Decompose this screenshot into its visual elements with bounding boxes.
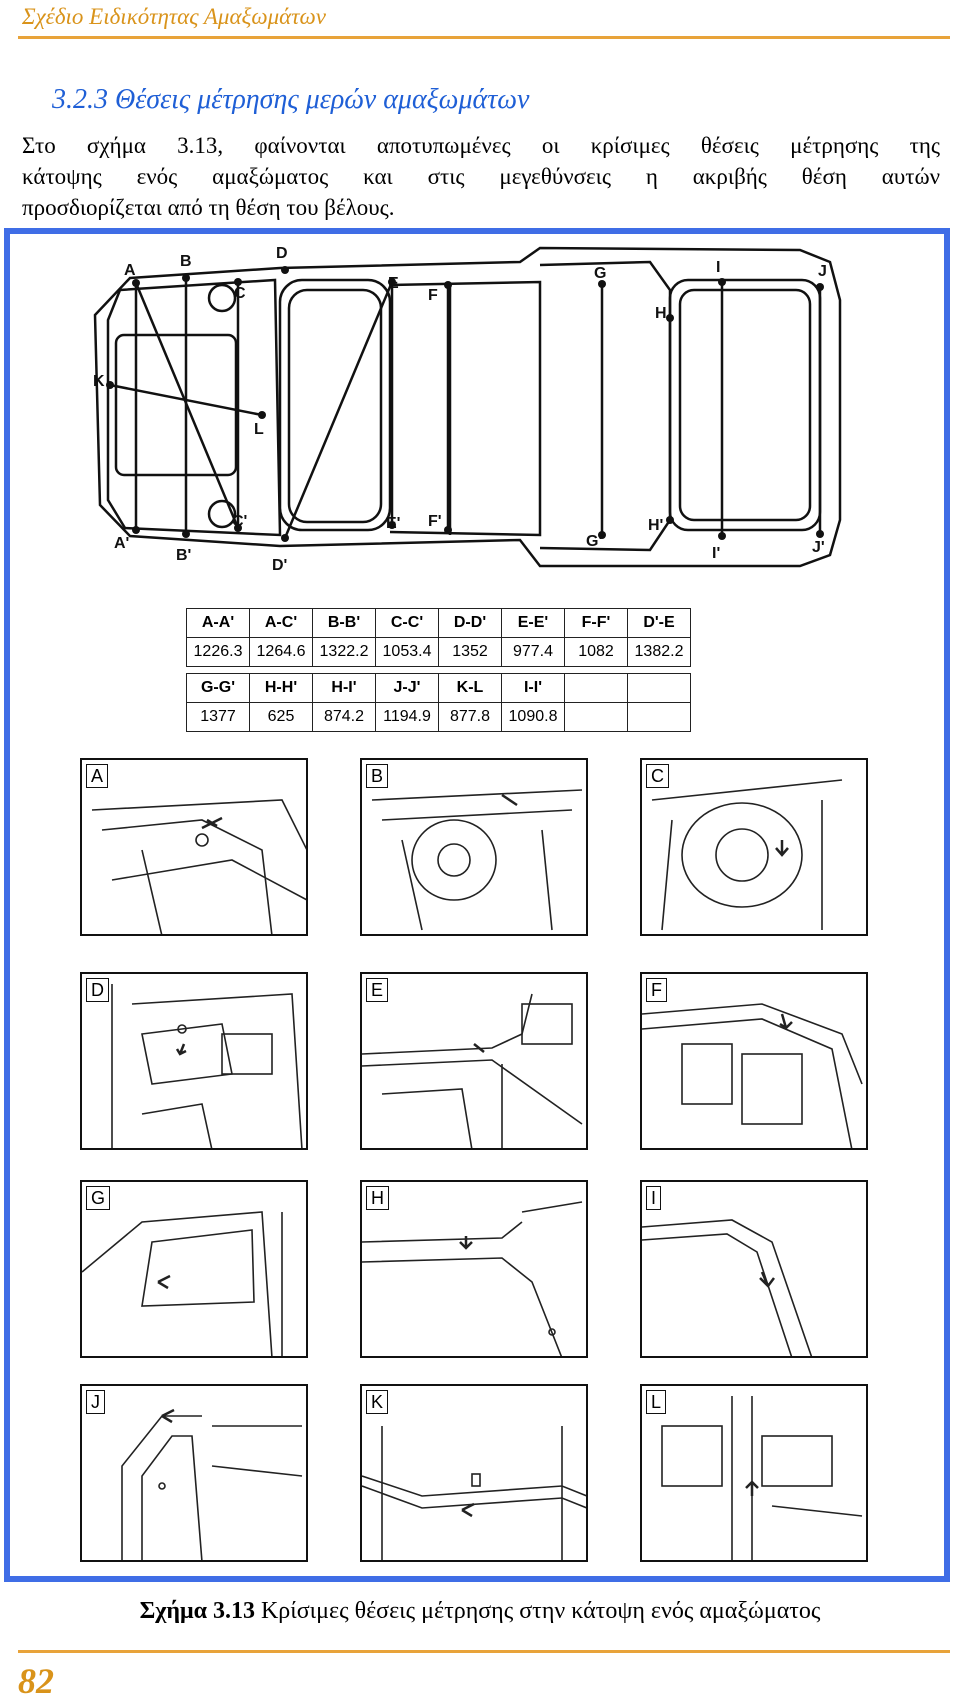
table-cell: 877.8 [438,702,502,732]
table-cell: D'-E [627,608,691,638]
detail-label: G [86,1186,111,1210]
figure-caption-text: Κρίσιμες θέσεις μέτρησης στην κάτοψη ενό… [254,1598,821,1624]
table-cell: A-A' [186,608,250,638]
table-cell: K-L [438,673,502,703]
detail-label: B [366,764,389,788]
table-cell: G-G' [186,673,250,703]
table-cell: J-J' [375,673,439,703]
table-cell [564,673,628,703]
detail-label: A [86,764,109,788]
table-cell: 1053.4 [375,637,439,667]
table-cell: 1377 [186,702,250,732]
detail-label: J [86,1390,105,1414]
table-cell: 1226.3 [186,637,250,667]
table-cell: 1322.2 [312,637,376,667]
table-cell [627,673,691,703]
paragraph-line-3: προσδιορίζεται από τη θέση του βέλους. [22,195,395,220]
table-cell: 1352 [438,637,502,667]
table-spacer [186,666,691,674]
table-cell [627,702,691,732]
detail-label: K [366,1390,389,1414]
figure-caption-label: Σχήμα 3.13 [139,1598,255,1624]
paragraph-line-2: κάτοψης ενός αμαξώματος και στις μεγεθύν… [22,164,940,189]
table-cell: 874.2 [312,702,376,732]
detail-panel-e: E [360,972,588,1150]
table-cell: H-H' [249,673,313,703]
footer-rule [18,1650,950,1653]
table-cell: 1264.6 [249,637,313,667]
table-cell: A-C' [249,608,313,638]
table-cell: D-D' [438,608,502,638]
detail-label: L [646,1390,667,1414]
section-title: 3.2.3 Θέσεις μέτρησης μερών αμαξωμάτων [52,84,530,115]
figure-caption: Σχήμα 3.13 Κρίσιμες θέσεις μέτρησης στην… [0,1598,960,1625]
detail-panel-b: B [360,758,588,936]
table-cell: F-F' [564,608,628,638]
detail-panel-h: H [360,1180,588,1358]
detail-panel-c: C [640,758,868,936]
table-cell: E-E' [501,608,565,638]
table-cell [564,702,628,732]
table-cell: B-B' [312,608,376,638]
page-number: 82 [18,1661,54,1701]
detail-label: C [646,764,669,788]
detail-panel-l: L [640,1384,868,1562]
table-row: G-G' H-H' H-I' J-J' K-L I-I' [186,673,691,703]
detail-panel-i: I [640,1180,868,1358]
table-row: 1377 625 874.2 1194.9 877.8 1090.8 [186,702,691,732]
detail-panel-j: J [80,1384,308,1562]
detail-label: F [646,978,667,1002]
measurement-table: A-A' A-C' B-B' C-C' D-D' E-E' F-F' D'-E … [186,608,691,732]
table-cell: 1090.8 [501,702,565,732]
table-cell: 1194.9 [375,702,439,732]
table-cell: C-C' [375,608,439,638]
paragraph-line-1: Στο σχήμα 3.13, φαίνονται αποτυπωμένες ο… [22,133,940,158]
table-cell: 625 [249,702,313,732]
body-paragraph: Στο σχήμα 3.13, φαίνονται αποτυπωμένες ο… [22,130,940,223]
detail-label: E [366,978,389,1002]
table-row: A-A' A-C' B-B' C-C' D-D' E-E' F-F' D'-E [186,608,691,638]
table-cell: 1382.2 [627,637,691,667]
detail-panel-a: A [80,758,308,936]
detail-label: D [86,978,109,1002]
table-cell: I-I' [501,673,565,703]
table-cell: 1082 [564,637,628,667]
table-cell: H-I' [312,673,376,703]
detail-label: H [366,1186,389,1210]
detail-panel-k: K [360,1384,588,1562]
header-rule [18,36,950,39]
detail-panel-g: G [80,1180,308,1358]
table-row: 1226.3 1264.6 1322.2 1053.4 1352 977.4 1… [186,637,691,667]
running-title: Σχέδιο Ειδικότητας Αμαξωμάτων [22,4,326,29]
detail-label: I [646,1186,662,1210]
detail-panel-f: F [640,972,868,1150]
table-cell: 977.4 [501,637,565,667]
detail-panel-d: D [80,972,308,1150]
